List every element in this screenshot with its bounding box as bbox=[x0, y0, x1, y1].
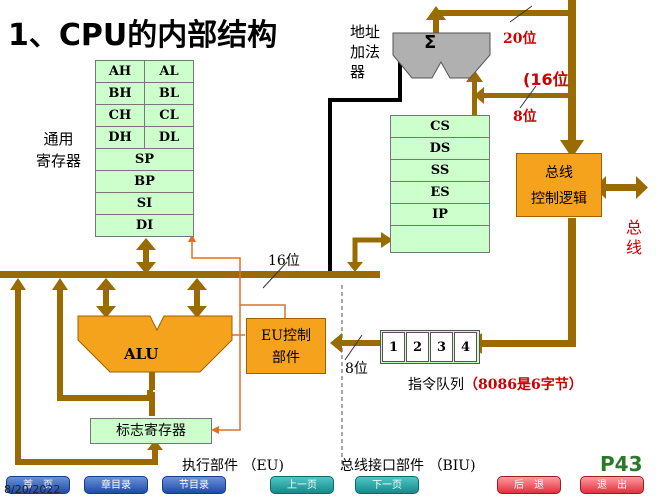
bits8-queue-label: 8位 bbox=[345, 361, 368, 377]
nav-prev-button[interactable]: 上一页 bbox=[270, 476, 334, 494]
register-empty bbox=[390, 225, 490, 253]
nav-next-button[interactable]: 下一页 bbox=[355, 476, 419, 494]
queue-cell-4: 4 bbox=[454, 332, 477, 362]
general-registers-label: 通用 寄存器 bbox=[36, 130, 82, 170]
register-bh: BH bbox=[95, 82, 145, 105]
register-dh: DH bbox=[95, 126, 145, 149]
register-ch: CH bbox=[95, 104, 145, 127]
external-bus-vertical bbox=[568, 0, 576, 145]
register-di: DI bbox=[95, 214, 194, 237]
bits8-top-label: 8位 bbox=[513, 109, 537, 125]
register-dl: DL bbox=[144, 126, 194, 149]
flags-register: 标志寄存器 bbox=[90, 418, 212, 444]
queue-cell-3: 3 bbox=[430, 332, 453, 362]
nav-home-button[interactable]: 首 页 bbox=[6, 476, 70, 494]
queue-cell-1: 1 bbox=[382, 332, 405, 362]
internal-bus bbox=[0, 271, 380, 278]
address-adder-shape bbox=[392, 32, 491, 79]
register-ss: SS bbox=[390, 159, 490, 182]
bits16-paren-label: (16位 bbox=[523, 70, 569, 89]
page-title: 1、CPU的内部结构 bbox=[8, 18, 278, 53]
nav-back-button[interactable]: 后 退 bbox=[497, 476, 561, 494]
register-ah: AH bbox=[95, 60, 145, 83]
nav-chapter-button[interactable]: 章目录 bbox=[84, 476, 148, 494]
bus-control-logic: 总线 控制逻辑 bbox=[516, 153, 602, 217]
register-bp: BP bbox=[95, 170, 194, 193]
eu-control-unit: EU控制 部件 bbox=[246, 318, 326, 374]
sigma-symbol: Σ bbox=[424, 32, 437, 53]
bits20-label: 20位 bbox=[503, 31, 537, 47]
alu-label: ALU bbox=[124, 345, 159, 363]
slide-date: 8/20/2022 bbox=[4, 483, 61, 496]
register-ds: DS bbox=[390, 137, 490, 160]
register-es: ES bbox=[390, 181, 490, 204]
nav-exit-button[interactable]: 退 出 bbox=[580, 476, 644, 494]
bus-side-label: 总 线 bbox=[626, 218, 643, 257]
register-al: AL bbox=[144, 60, 194, 83]
queue-cell-2: 2 bbox=[406, 332, 429, 362]
ea-line bbox=[328, 55, 402, 271]
page-number: P43 bbox=[600, 452, 643, 476]
register-sp: SP bbox=[95, 148, 194, 171]
nav-section-button[interactable]: 节目录 bbox=[162, 476, 226, 494]
alu-shape bbox=[77, 315, 233, 373]
register-si: SI bbox=[95, 192, 194, 215]
biu-caption: 总线接口部件 （BIU) bbox=[340, 458, 476, 474]
bits16-bus-label: 16位 bbox=[268, 253, 300, 269]
instruction-queue: 1 2 3 4 bbox=[380, 330, 480, 364]
register-cs: CS bbox=[390, 115, 490, 138]
register-ip: IP bbox=[390, 203, 490, 226]
segment-register-block: CS DS SS ES IP bbox=[390, 115, 490, 255]
general-register-block: AH AL BH BL CH CL DH DL SP BP SI DI bbox=[95, 60, 194, 240]
queue-caption: 指令队列（8086是6字节） bbox=[408, 377, 583, 393]
address-adder-label: 地址 加法 器 bbox=[350, 23, 381, 81]
register-cl: CL bbox=[144, 104, 194, 127]
register-bl: BL bbox=[144, 82, 194, 105]
eu-caption: 执行部件 （EU) bbox=[182, 458, 284, 474]
